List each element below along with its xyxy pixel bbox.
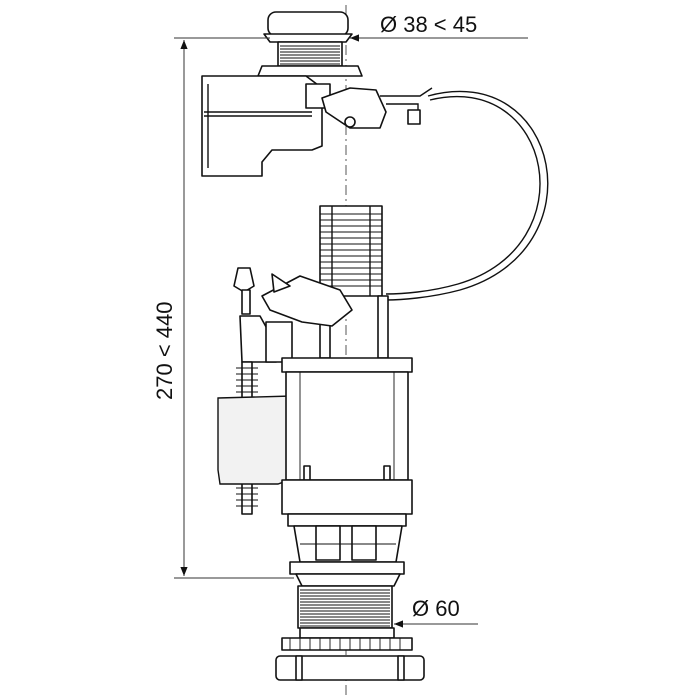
bottom-diameter-label: Ø 60 <box>412 596 460 621</box>
seal-cage <box>289 525 405 575</box>
flexible-cable <box>385 90 549 301</box>
base-nut <box>275 637 425 681</box>
threaded-base <box>295 573 401 639</box>
top-diameter-label: Ø 38 < 45 <box>380 12 477 37</box>
flexible-cable-inner <box>385 96 541 295</box>
top-diameter-dimension: Ø 38 < 45 <box>350 12 528 42</box>
bottom-diameter-dimension: Ø 60 <box>394 596 478 628</box>
overflow-tube <box>319 205 383 297</box>
height-label: 270 < 440 <box>152 302 177 400</box>
control-box <box>201 75 331 177</box>
float-linkage <box>233 267 353 363</box>
cable-lever <box>321 87 433 129</box>
valve-body <box>281 357 413 527</box>
height-dimension: 270 < 440 <box>152 37 294 579</box>
push-button-cap <box>257 11 363 77</box>
